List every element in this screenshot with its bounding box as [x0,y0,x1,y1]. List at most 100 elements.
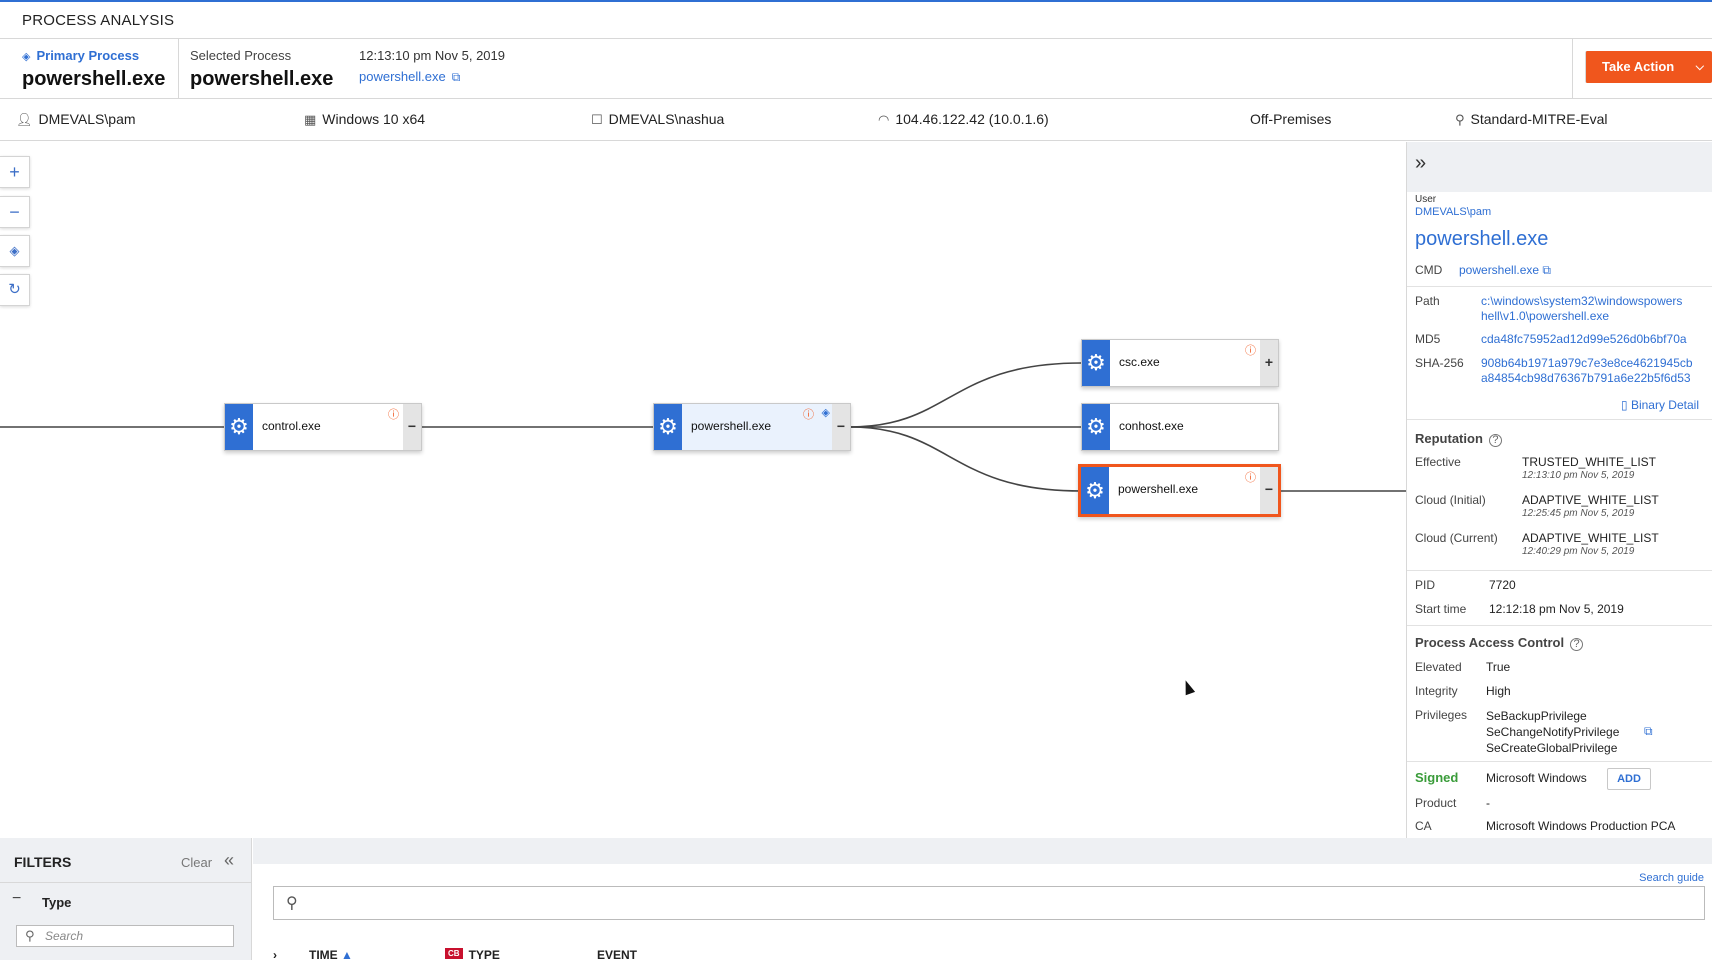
cb-logo-icon: CB [445,948,463,959]
add-button[interactable]: ADD [1607,768,1651,790]
collapse-button[interactable]: − [1260,467,1278,514]
rep-cloud-initial-label: Cloud (Initial) [1415,493,1486,507]
clear-filters-button[interactable]: Clear [181,855,213,870]
divider [0,882,252,883]
expand-all-icon[interactable]: › [273,948,277,962]
collapse-type-icon[interactable]: − [12,890,22,907]
selected-process-cmd-link[interactable]: powershell.exe⧉ [359,69,461,84]
info-ip: ◠104.46.122.42 (10.0.1.6) [878,111,1049,127]
elevated-value: True [1486,660,1511,674]
expand-button[interactable]: + [1260,340,1278,386]
rep-effective-label: Effective [1415,455,1461,469]
top-accent-line [0,0,1712,2]
info-device: ☐DMEVALS\nashua [591,111,725,127]
ca-value: Microsoft Windows Production PCA [1486,819,1676,833]
pin-icon: ⚲ [1455,112,1465,127]
type-filter-label: Type [42,895,72,910]
cmd-label: CMD [1415,263,1443,277]
primary-process: ◈Primary Process powershell.exe [0,39,179,99]
alert-icon: ⓘ [1245,472,1256,484]
selected-process-label: Selected Process [190,48,292,63]
divider [1407,761,1712,762]
product-value: - [1486,796,1490,810]
primary-process-label: ◈Primary Process [22,48,140,63]
user-value[interactable]: DMEVALS\pam [1415,206,1492,218]
node-control[interactable]: ⚙ control.exe ⓘ − [224,403,422,451]
collapse-button[interactable]: − [403,404,421,450]
edge-powershell-csc [849,362,1082,428]
selected-process-name: powershell.exe [190,68,334,90]
zoom-out-button[interactable]: − [0,196,30,228]
gear-icon: ⚙ [1082,404,1110,450]
gear-icon: ⚙ [1081,467,1109,514]
help-icon[interactable]: ? [1488,434,1502,447]
user-icon: 👤︎ [16,112,33,127]
search-guide-link[interactable]: Search guide [1639,872,1704,884]
search-icon: ⚲ [25,928,35,943]
divider [1572,39,1573,99]
sort-asc-icon: ▲ [341,948,353,962]
node-powershell-parent[interactable]: ⚙ powershell.exe ⓘ ◈ − [653,403,851,451]
binary-detail-link[interactable]: ▯ Binary Detail [1621,398,1699,412]
node-csc[interactable]: ⚙ csc.exe ⓘ + [1081,339,1279,387]
cmd-link[interactable]: powershell.exe ⧉ [1459,263,1551,277]
document-icon: ▯ [1621,398,1628,412]
node-conhost[interactable]: ⚙ conhost.exe [1081,403,1279,451]
reset-view-button[interactable]: ↻ [0,274,30,306]
info-user: 👤︎DMEVALS\pam [16,111,136,127]
info-location: Off-Premises [1250,111,1332,127]
search-icon: ⚲ [286,895,298,912]
center-primary-button[interactable]: ◈ [0,235,30,267]
integrity-value: High [1486,684,1511,698]
external-link-icon[interactable]: ⧉ [451,70,461,84]
alert-icon: ⓘ [388,409,399,421]
monitor-icon: ☐ [591,112,603,127]
reputation-heading: Reputation? [1415,431,1502,447]
title-bar: PROCESS ANALYSIS [0,2,1712,39]
help-icon[interactable]: ? [1570,638,1584,651]
process-name[interactable]: powershell.exe [1415,228,1549,250]
divider [1407,286,1712,287]
take-action-button[interactable]: Take Action⌵ [1585,51,1712,83]
column-time[interactable]: TIME ▲ [309,948,353,962]
external-link-icon[interactable]: ⧉ [1644,724,1653,738]
pid-value: 7720 [1489,578,1516,592]
zoom-in-button[interactable]: + [0,156,30,188]
process-access-control-heading: Process Access Control? [1415,635,1584,651]
user-label: User [1415,194,1437,205]
event-search-input[interactable]: ⚲ [273,886,1705,920]
chevron-down-icon: ⌵ [1695,61,1704,73]
node-powershell-selected[interactable]: ⚙ powershell.exe ⓘ − [1078,464,1281,517]
process-header: ◈Primary Process powershell.exe Selected… [0,39,1712,99]
collapse-panel-icon[interactable]: » [1415,152,1427,174]
collapse-filters-icon[interactable]: « [224,850,235,870]
signed-label: Signed [1415,770,1459,785]
sha256-label: SHA-256 [1415,356,1464,370]
signed-value: Microsoft Windows [1486,771,1587,785]
panel-header: » [1407,142,1712,192]
page-title: PROCESS ANALYSIS [22,12,175,29]
info-policy: ⚲Standard-MITRE-Eval [1455,111,1608,127]
process-tree-canvas[interactable]: + − ◈ ↻ ⚙ control.exe ⓘ − ⚙ powershell.e… [0,142,1406,838]
column-event[interactable]: EVENT [597,948,638,962]
path-label: Path [1415,294,1440,308]
pid-label: PID [1415,578,1436,592]
type-search-input[interactable]: ⚲Search [16,925,234,947]
collapse-button[interactable]: − [832,404,850,450]
md5-value[interactable]: cda48fc75952ad12d99e526d0b6bf70a [1481,332,1687,346]
ca-label: CA [1415,819,1432,833]
md5-label: MD5 [1415,332,1441,346]
filters-panel: FILTERS Clear « − Type ⚲Search [0,838,252,960]
privileges-label: Privileges [1415,708,1468,722]
gear-icon: ⚙ [225,404,253,450]
process-tree-edges [0,362,1406,492]
edge-powershell-powershell [849,426,1082,492]
divider [1407,625,1712,626]
selected-process: Selected Process powershell.exe [190,39,350,99]
device-info-bar: 👤︎DMEVALS\pam ▦Windows 10 x64 ☐DMEVALS\n… [0,99,1712,141]
external-link-icon[interactable]: ⧉ [1542,263,1551,277]
